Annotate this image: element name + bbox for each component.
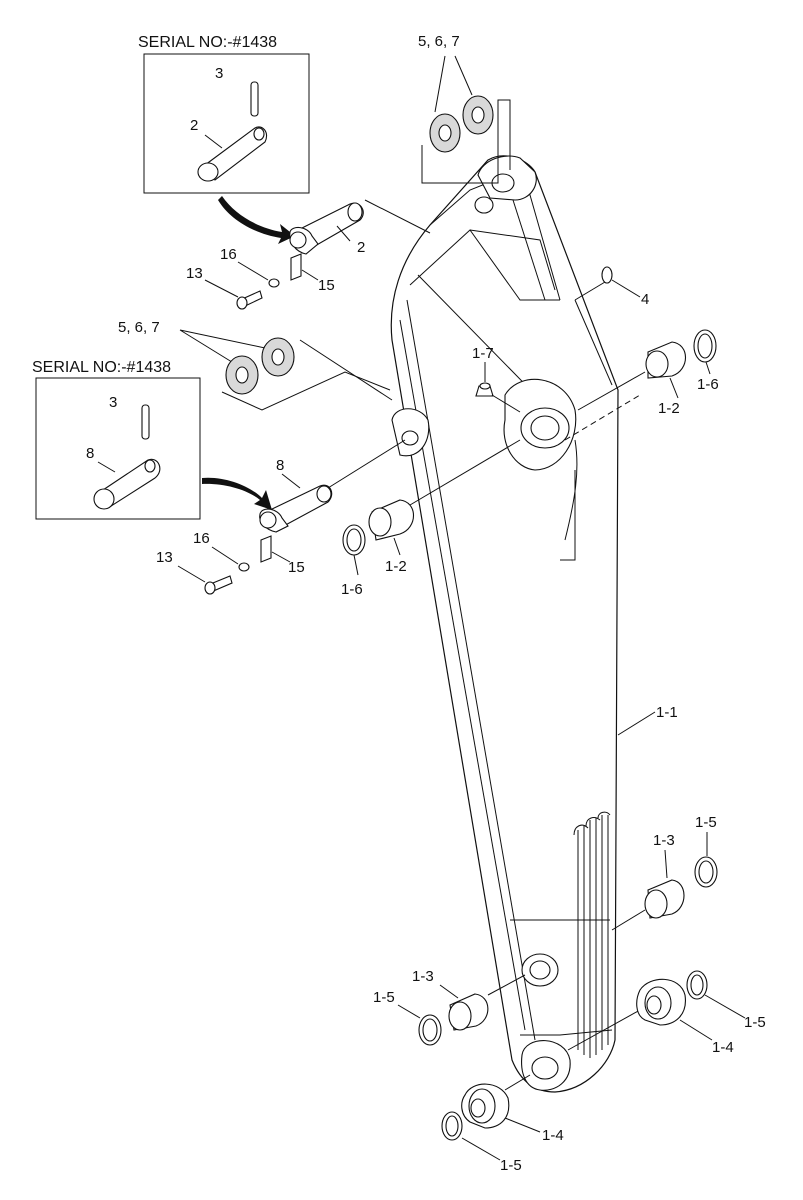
label-1-6-right: 1-6 [697, 376, 719, 393]
label-16-b: 16 [193, 530, 210, 547]
label-8-pin: 8 [276, 457, 284, 474]
shim-group-top: 5, 6, 7 [418, 33, 511, 184]
label-8: 8 [86, 445, 94, 462]
thrust-bushing-left: 1-4 1-5 [441, 1074, 564, 1174]
grease-fitting-1-7 [475, 382, 494, 397]
arrow-to-pin-2 [218, 196, 295, 244]
label-1-1: 1-1 [656, 704, 678, 721]
label-1-4-right: 1-4 [712, 1039, 734, 1056]
label-13-a: 13 [186, 265, 203, 282]
label-1-2-left: 1-2 [385, 558, 407, 575]
label-1-3-right: 1-3 [653, 832, 675, 849]
inset-serial-mid: SERIAL NO:-#1438 3 8 [32, 359, 201, 520]
bushing-right-lower: 1-5 1-3 [611, 814, 718, 931]
boom-arm [390, 155, 619, 1093]
label-15-b: 15 [288, 559, 305, 576]
pin-2-assembly: 2 16 13 15 [186, 199, 431, 310]
label-15-a: 15 [318, 277, 335, 294]
label-1-2-right: 1-2 [658, 400, 680, 417]
bushing-left-lower: 1-3 1-5 [373, 968, 526, 1046]
shim-washer-top-right [462, 95, 494, 135]
label-1-5-right-top: 1-5 [695, 814, 717, 831]
shim-group-mid: 5, 6, 7 [118, 319, 393, 411]
pin-8-inset [93, 458, 161, 510]
boom-label-group: 1-1 [617, 704, 678, 736]
inset-frame [143, 53, 310, 194]
shim-washer-mid-left [225, 355, 259, 395]
inset-serial-top: SERIAL NO:-#1438 3 2 [138, 34, 310, 194]
cotter-pin-3 [250, 81, 259, 117]
bushing-left-upper: 1-6 1-2 [341, 439, 521, 598]
thrust-bushing-right: 1-5 1-4 [567, 970, 766, 1056]
pin-2-inset [197, 126, 268, 182]
plate-15-a [290, 253, 302, 281]
washer-16-b [238, 562, 250, 572]
shim-washer-top-left [429, 113, 461, 153]
inset-caption-2: SERIAL NO:-#1438 [32, 359, 171, 376]
arrow-to-pin-8 [202, 477, 272, 510]
inset-frame-2 [35, 377, 201, 520]
label-1-6-left: 1-6 [341, 581, 363, 598]
bushing-right-upper: 1-6 1-2 [564, 329, 719, 441]
label-16-a: 16 [220, 246, 237, 263]
label-5-6-7-mid: 5, 6, 7 [118, 319, 160, 336]
label-1-4-left: 1-4 [542, 1127, 564, 1144]
shim-washer-mid-right [261, 337, 295, 377]
label-3-b: 3 [109, 394, 117, 411]
plate-15-b [260, 535, 272, 563]
inset-caption: SERIAL NO:-#1438 [138, 34, 277, 51]
label-1-5-bottom: 1-5 [500, 1157, 522, 1174]
label-4: 4 [641, 291, 649, 308]
label-5-6-7-top: 5, 6, 7 [418, 33, 460, 50]
label-1-5-left: 1-5 [373, 989, 395, 1006]
washer-16-a [268, 278, 280, 288]
label-1-7: 1-7 [472, 345, 494, 362]
o-ring-4 [601, 266, 613, 284]
part-4-group: 4 [574, 266, 649, 308]
pin-8-assembly: 8 16 13 15 [156, 439, 406, 595]
grease-fitting-group: 1-7 [472, 345, 521, 413]
cotter-pin-3-b [141, 404, 150, 440]
label-13-b: 13 [156, 549, 173, 566]
bolt-13-a [236, 290, 263, 310]
bolt-13-b [204, 575, 233, 595]
label-2-pin: 2 [357, 239, 365, 256]
label-1-5-right-bot: 1-5 [744, 1014, 766, 1031]
label-2: 2 [190, 117, 198, 134]
label-1-3-left: 1-3 [412, 968, 434, 985]
label-3: 3 [215, 65, 223, 82]
